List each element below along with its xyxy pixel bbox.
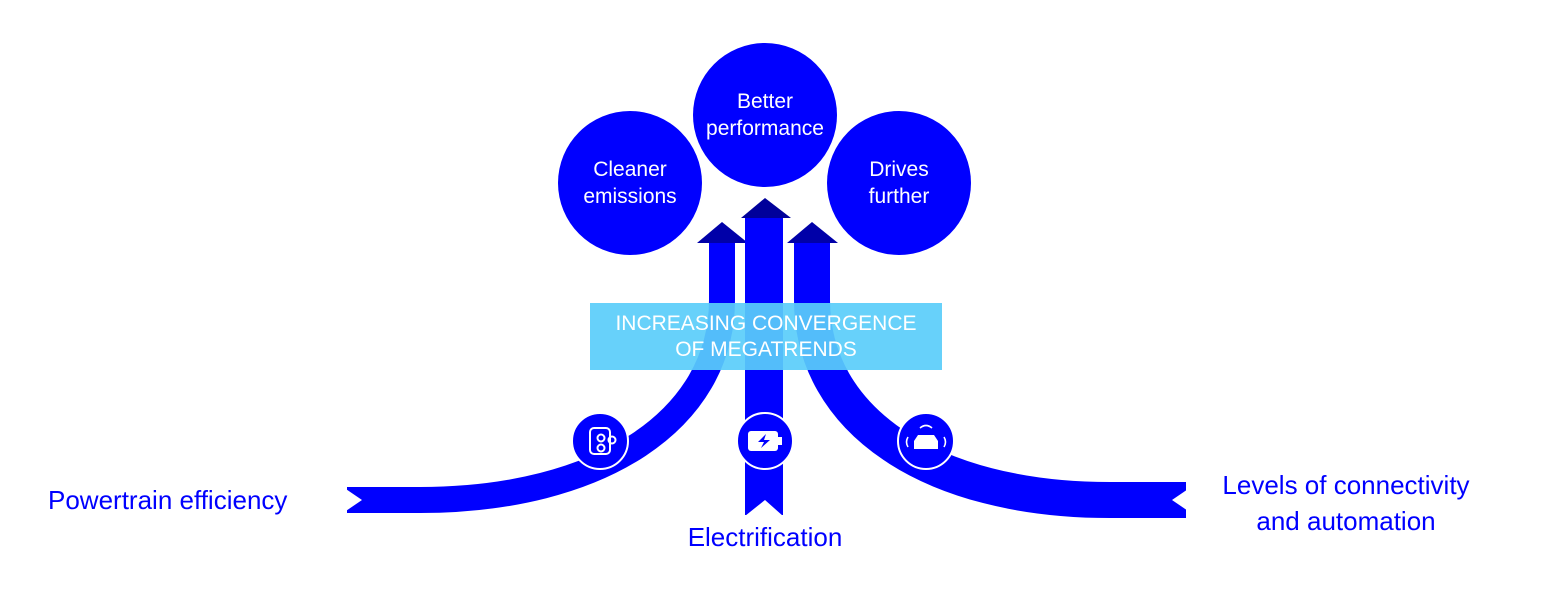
trend-label-powertrain: Powertrain efficiency — [48, 485, 288, 515]
banner-line-2: OF MEGATRENDS — [675, 337, 857, 361]
powertrain-tail-notch — [340, 485, 362, 515]
connectivity-tail-notch — [1172, 485, 1194, 515]
engine-icon — [571, 412, 629, 470]
electrification-arrowhead — [741, 198, 791, 218]
battery-charging-icon — [736, 412, 794, 470]
banner-line-1: INCREASING CONVERGENCE — [615, 311, 917, 335]
connectivity-arrowhead — [787, 222, 838, 243]
outcome-label: Cleaner emissions — [583, 158, 677, 208]
outcome-drives-further: Drives further — [827, 111, 971, 255]
outcome-better-performance: Better performance — [693, 43, 837, 187]
connectivity-line-1: Levels of connectivity — [1222, 470, 1470, 500]
trend-label-electrification: Electrification — [687, 522, 843, 552]
connected-car-icon — [897, 412, 955, 470]
outcome-cleaner-emissions: Cleaner emissions — [558, 111, 702, 255]
trend-label-connectivity: Levels of connectivity and automation — [1190, 467, 1502, 539]
powertrain-arrowhead — [697, 222, 748, 243]
outcome-label: Better performance — [706, 90, 824, 140]
convergence-banner: INCREASING CONVERGENCE OF MEGATRENDS — [590, 303, 942, 370]
outcome-label: Drives further — [868, 158, 930, 208]
connectivity-line-2: and automation — [1256, 506, 1436, 536]
electrification-tail-notch — [745, 500, 783, 516]
